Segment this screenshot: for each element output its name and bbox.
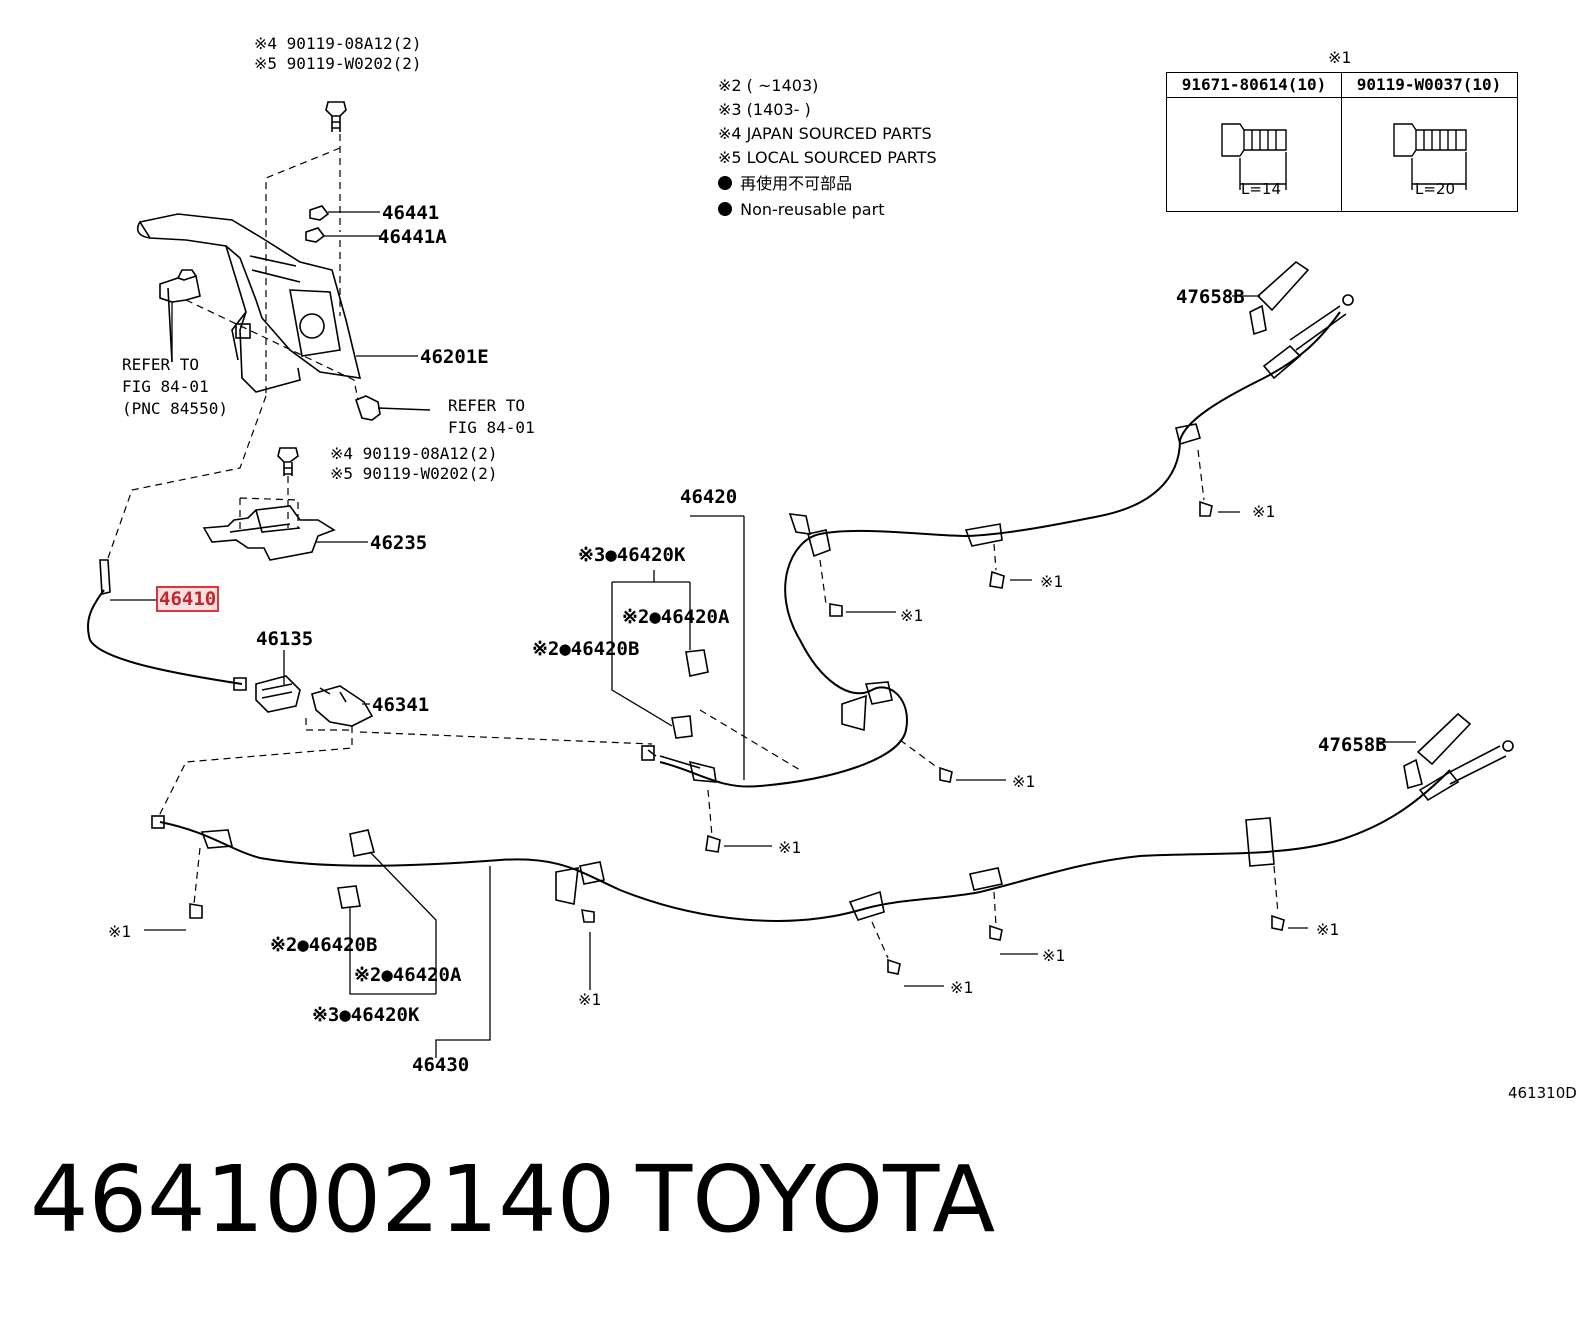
label-mid-bolt-jp: ※4 90119-08A12(2) [330,444,498,463]
adjuster-46341 [311,685,374,727]
ref1-h: ※1 [950,978,974,997]
table-header-col2: 90119-W0037(10) [1341,73,1517,98]
label-46441: 46441 [382,202,440,224]
label-46420a-bottom: ※2●46420A [354,964,462,986]
ref1-f: ※1 [108,922,132,941]
ref1-j: ※1 [1316,920,1340,939]
bolt-table: 91671-80614(10) 90119-W0037(10) L=14 L=2… [1166,72,1518,212]
label-refer-right-2: FIG 84-01 [448,418,535,437]
dashed-guides [107,134,1279,959]
note-6: 再使用不可部品 [718,174,852,194]
label-46420k-top: ※3●46420K [578,544,686,566]
ref1-i: ※1 [1042,946,1066,965]
label-46430: 46430 [412,1054,470,1076]
label-46410: 46410 [155,586,220,612]
leader-lines [110,211,1416,1058]
note-7: Non-reusable part [718,200,884,220]
note-7-text: Non-reusable part [740,200,885,219]
label-top-bolt-jp: ※4 90119-08A12(2) [254,34,422,53]
label-46441a: 46441A [378,226,447,248]
label-46420b-bottom: ※2●46420B [270,934,378,956]
note-2: ※2 ( ~1403) [718,76,819,95]
label-46420a-top: ※2●46420A [622,606,730,628]
label-top-bolt-local: ※5 90119-W0202(2) [254,54,422,73]
label-47658b-bottom: 47658B [1318,734,1387,756]
parking-brake-lever [136,213,362,393]
label-mid-bolt-local: ※5 90119-W0202(2) [330,464,498,483]
label-refer-right-1: REFER TO [448,396,526,415]
equalizer-46135 [255,675,301,713]
mid-bolt [277,447,299,476]
table-title: ※1 [1328,48,1352,67]
lever-bracket [159,269,201,363]
label-47658b-top: 47658B [1176,286,1245,308]
cable-46420 [641,294,1354,788]
bracket-46235 [202,505,336,561]
table-length-2: L=20 [1415,180,1456,198]
label-46135: 46135 [256,628,314,650]
figure-code: 461310D [1508,1084,1577,1102]
ref1-b: ※1 [1040,572,1064,591]
table-divider [1341,73,1342,211]
label-46341: 46341 [372,694,430,716]
table-bolts [1221,123,1467,190]
cable-46410 [86,559,247,691]
note-5: ※5 LOCAL SOURCED PARTS [718,148,937,167]
label-46201e: 46201E [420,346,489,368]
table-length-1: L=14 [1241,180,1282,198]
table-header-col1: 91671-80614(10) [1167,73,1341,98]
brand-name: TOYOTA [636,1146,996,1253]
cable-46430 [151,740,1514,922]
ref1-e: ※1 [778,838,802,857]
non-reusable-dot-icon [718,176,732,190]
guard-47658b-upper [1249,260,1310,336]
ref1-g: ※1 [578,990,602,1009]
ref1-a: ※1 [1252,502,1276,521]
bolts-ref1 [189,500,1285,975]
label-46420b-top: ※2●46420B [532,638,640,660]
guard-47658b-lower [1403,712,1472,790]
note-4: ※4 JAPAN SOURCED PARTS [718,124,932,143]
label-refer-left-1: REFER TO [122,355,200,374]
note-3: ※3 (1403- ) [718,100,811,119]
non-reusable-dot-icon [718,202,732,216]
label-46410-highlight: 46410 [155,586,220,612]
ref1-d: ※1 [1012,772,1036,791]
label-46420k-bottom: ※3●46420K [312,1004,420,1026]
label-refer-left-3: (PNC 84550) [122,399,228,418]
top-bolt [325,101,347,132]
label-46235: 46235 [370,532,428,554]
label-refer-left-2: FIG 84-01 [122,377,209,396]
label-46420: 46420 [680,486,738,508]
ref1-c: ※1 [900,606,924,625]
note-6-text: 再使用不可部品 [740,174,853,193]
part-number: 4641002140 [30,1146,616,1253]
